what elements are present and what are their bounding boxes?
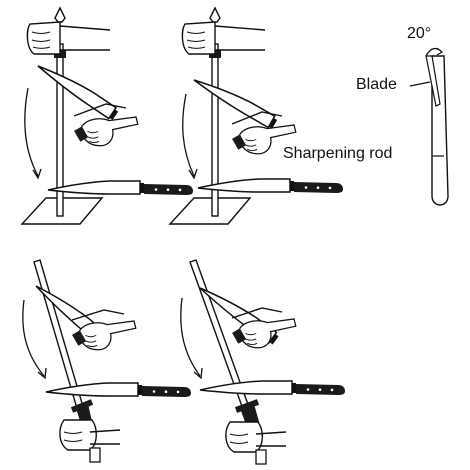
rod-finial bbox=[209, 6, 221, 23]
panel-angle-detail bbox=[409, 47, 449, 206]
knife-lowered bbox=[199, 380, 346, 396]
fist-on-rod bbox=[59, 419, 121, 451]
panel-hand-held-2 bbox=[180, 259, 346, 465]
fist-on-handle bbox=[73, 116, 139, 147]
cutting-board bbox=[168, 197, 252, 225]
blade-label: Blade bbox=[356, 76, 397, 93]
knife-lowered bbox=[45, 382, 192, 398]
motion-arrow bbox=[22, 299, 45, 377]
panel-rod-on-board-1 bbox=[20, 6, 194, 225]
panel-rod-on-board-2 bbox=[168, 6, 344, 225]
hand-top bbox=[181, 21, 266, 55]
rod-finial bbox=[54, 6, 66, 23]
angle-label: 20° bbox=[407, 25, 432, 42]
sharpening-rod-label: Sharpening rod bbox=[283, 145, 393, 162]
hand-top bbox=[26, 21, 111, 55]
rod-end bbox=[255, 449, 267, 465]
motion-arrow bbox=[182, 93, 195, 177]
blade-pointer bbox=[409, 81, 431, 87]
rod-end bbox=[89, 447, 101, 463]
fist-on-rod bbox=[225, 421, 287, 453]
panel-hand-held-1 bbox=[22, 259, 192, 463]
motion-arrow bbox=[180, 297, 201, 377]
knife-lowered bbox=[47, 180, 194, 196]
knife-raised bbox=[35, 57, 121, 122]
knife-lowered bbox=[197, 178, 344, 194]
knife-raised bbox=[191, 71, 279, 131]
blade-detail bbox=[425, 55, 441, 107]
motion-arrow bbox=[24, 87, 39, 177]
